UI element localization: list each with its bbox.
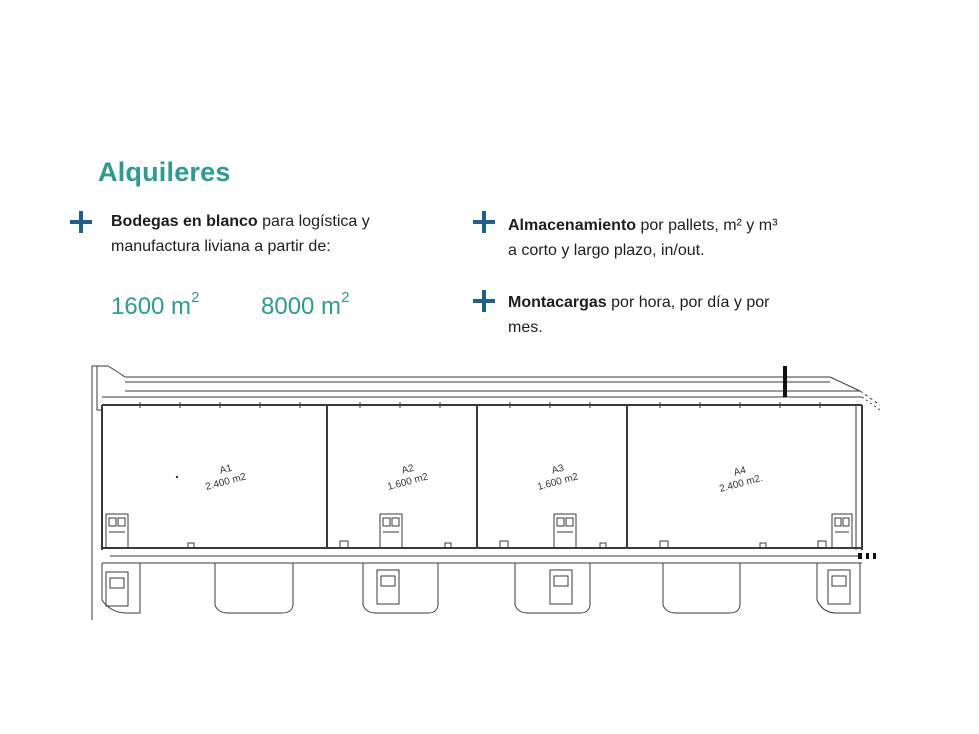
office-block — [105, 571, 129, 607]
unit-code: A1 — [219, 463, 234, 477]
loading-dock — [362, 563, 439, 614]
plus-icon — [473, 211, 495, 233]
office-block — [827, 569, 851, 605]
unit-code: A4 — [733, 465, 748, 479]
page-title: Alquileres — [98, 157, 231, 187]
office-block — [105, 513, 129, 549]
bullet-text: mes. — [508, 319, 543, 336]
bullet-text: para logística y — [257, 213, 370, 230]
exterior-corner — [816, 563, 861, 614]
office-block — [379, 513, 403, 549]
unit-label-a3: A3 1.600 m2 — [536, 463, 580, 493]
loading-dock — [662, 563, 741, 614]
unit-label-a1: A1 2.400 m2 — [204, 463, 248, 493]
unit-label-a2: A2 1.600 m2 — [386, 463, 430, 493]
plus-icon — [70, 211, 92, 233]
office-block — [549, 569, 573, 605]
size-small: 1600 m2 — [111, 289, 199, 321]
bullet-almacenamiento: Almacenamiento por pallets, m² y m³ a co… — [508, 213, 777, 263]
size-sup: 2 — [191, 289, 200, 306]
plus-icon — [473, 290, 495, 312]
loading-dock — [514, 563, 591, 614]
loading-dock — [214, 563, 294, 614]
bullet-text: por pallets, m² y m³ — [636, 217, 778, 234]
exterior-corner — [101, 563, 141, 614]
size-value: 1600 m — [111, 293, 192, 320]
bullet-text: por hora, por día y por — [606, 294, 770, 311]
bullet-bold: Almacenamiento — [508, 217, 637, 234]
office-block — [553, 513, 577, 549]
size-sup: 2 — [341, 289, 350, 306]
bullet-text: manufactura liviana a partir de: — [111, 238, 331, 255]
column-post — [783, 366, 787, 397]
unit-label-a4: A4 2.400 m2. — [718, 465, 764, 495]
size-large: 8000 m2 — [261, 289, 349, 321]
bullet-bold: Bodegas en blanco — [111, 213, 258, 230]
column-ticks — [139, 402, 821, 408]
office-block — [831, 513, 853, 549]
unit-code: A3 — [551, 463, 566, 477]
dock-doors — [187, 540, 827, 549]
bullet-bold: Montacargas — [508, 294, 607, 311]
unit-code: A2 — [401, 463, 416, 477]
size-value: 8000 m — [261, 293, 342, 320]
bullet-text: a corto y largo plazo, in/out. — [508, 242, 705, 259]
bullet-montacargas: Montacargas por hora, por día y por mes. — [508, 290, 769, 340]
bullet-bodegas: Bodegas en blanco para logística y manuf… — [111, 209, 370, 259]
office-block — [376, 569, 400, 605]
